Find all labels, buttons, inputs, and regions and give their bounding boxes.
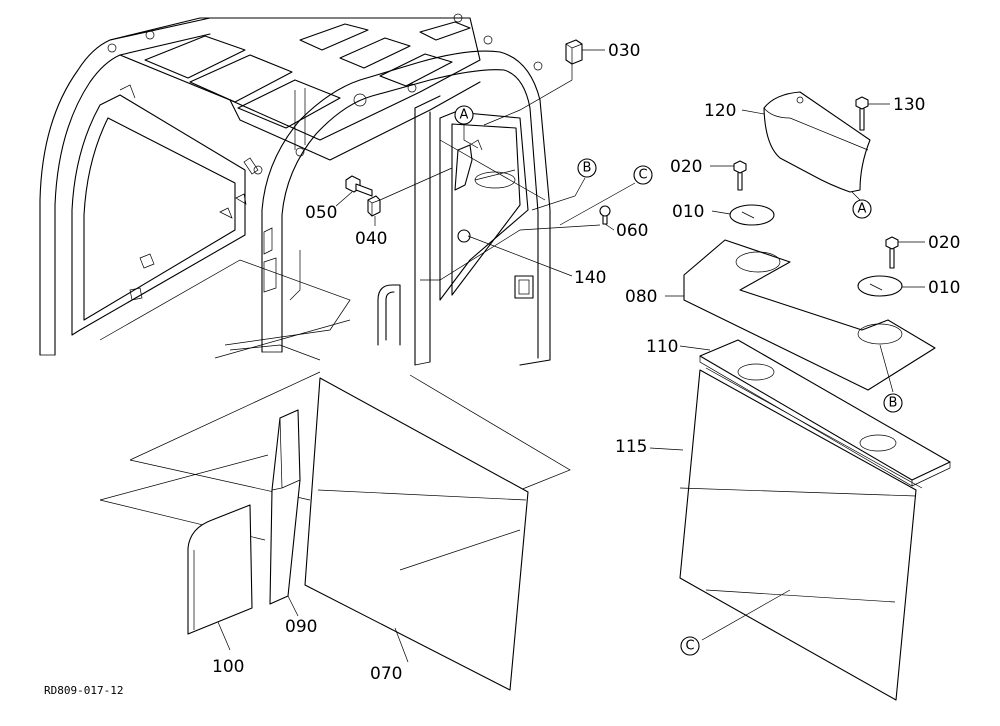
part-010-disc-lower <box>857 275 925 297</box>
leader-ref-a-cab <box>463 124 479 149</box>
part-010-disc-upper <box>711 204 775 226</box>
ref-b-cab: B <box>583 161 592 176</box>
ref-circle-c-panel: C <box>680 636 700 656</box>
label-130: 130 <box>893 95 925 115</box>
part-110-strip <box>679 339 951 487</box>
label-110: 110 <box>646 337 678 357</box>
part-050-bolt <box>335 175 373 207</box>
label-115: 115 <box>615 437 647 457</box>
ref-c-panel: C <box>685 639 694 654</box>
label-050: 050 <box>305 203 337 223</box>
part-030-clip <box>483 39 605 126</box>
label-070: 070 <box>370 664 402 684</box>
label-090: 090 <box>285 617 317 637</box>
leader-ref-c-cab <box>559 182 636 226</box>
label-140: 140 <box>574 268 606 288</box>
drawing-code: RD809-017-12 <box>44 684 123 697</box>
ref-circle-c-cab: C <box>633 165 653 185</box>
leader-ref-b-plate <box>879 344 894 393</box>
label-010-upper: 010 <box>672 202 704 222</box>
part-020-bolt-upper <box>710 160 747 191</box>
ref-a-cab: A <box>460 108 469 123</box>
part-020-bolt-lower <box>885 236 925 269</box>
label-060: 060 <box>616 221 648 241</box>
part-040-clip <box>367 167 453 226</box>
part-100-panel <box>187 504 253 651</box>
ref-circle-a-cab: A <box>454 105 474 125</box>
label-010-lower: 010 <box>928 278 960 298</box>
ref-a-cover: A <box>858 202 867 217</box>
part-080-plate <box>665 239 936 391</box>
part-090-strip <box>269 409 301 617</box>
leader-140 <box>467 235 573 277</box>
label-080: 080 <box>625 287 657 307</box>
part-120-cover <box>741 91 871 201</box>
label-120: 120 <box>704 101 736 121</box>
leader-070 <box>394 627 409 663</box>
part-130-bolt <box>855 96 890 131</box>
part-115-panel <box>649 367 923 701</box>
cab-frame <box>39 13 601 366</box>
ref-circle-a-cover: A <box>852 199 872 219</box>
label-020-lower: 020 <box>928 233 960 253</box>
label-020-upper: 020 <box>670 157 702 177</box>
part-060-rivet <box>599 205 615 231</box>
part-070-panel <box>99 371 571 691</box>
label-040: 040 <box>355 229 387 249</box>
label-100: 100 <box>212 657 244 677</box>
ref-circle-b-plate: B <box>883 393 903 413</box>
leader-ref-b-cab <box>531 177 586 211</box>
ref-c-cab: C <box>638 168 647 183</box>
label-030: 030 <box>608 41 640 61</box>
ref-circle-b-cab: B <box>577 158 597 178</box>
ref-b-plate: B <box>889 396 898 411</box>
